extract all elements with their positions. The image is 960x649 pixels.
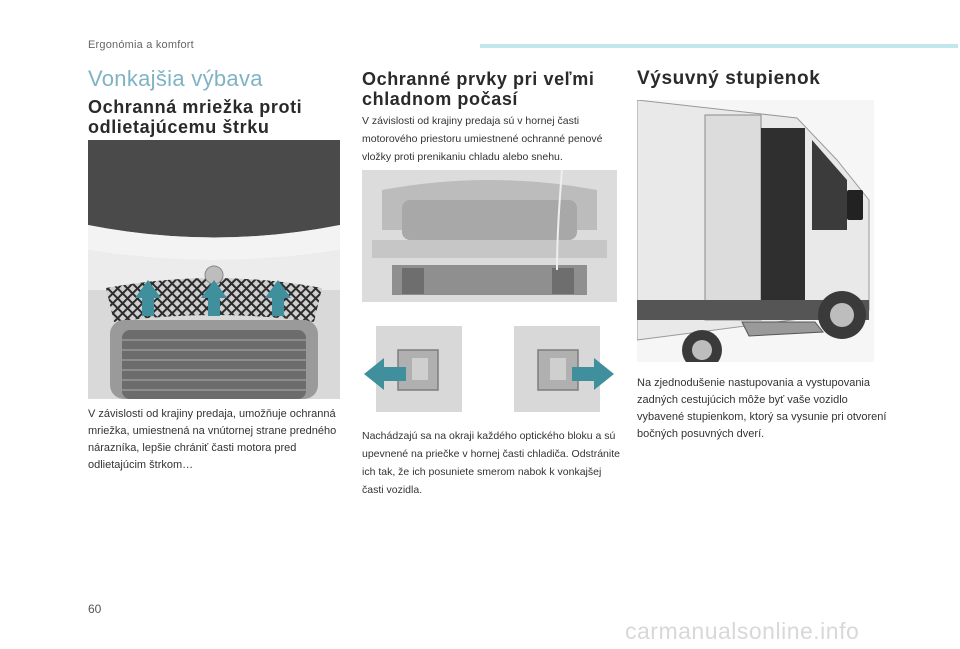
paragraph-gravel-grille: V závislosti od krajiny predaja, umožňuj… <box>88 408 337 471</box>
paragraph-cold-weather-removal: Nachádzajú sa na okraji každého optickéh… <box>362 430 620 496</box>
heading-retractable-step: Výsuvný stupienok <box>637 68 821 89</box>
section-title: Vonkajšia výbava <box>88 66 263 91</box>
watermark: carmanualsonline.info <box>625 618 860 644</box>
image-front-grille <box>88 140 340 399</box>
image-engine-bay <box>362 170 617 302</box>
heading-gravel-grille: Ochranná mriežka proti odlietajúcemu štr… <box>88 97 303 137</box>
page-number: 60 <box>88 602 102 616</box>
image-van-side-step <box>637 100 874 362</box>
header-section-label: Ergonómia a komfort <box>88 39 194 51</box>
paragraph-cold-weather-intro: V závislosti od krajiny predaja sú v hor… <box>362 115 603 163</box>
header-accent-bar <box>480 44 958 48</box>
image-foam-insert-left <box>362 322 472 415</box>
image-foam-insert-right <box>506 322 617 415</box>
paragraph-retractable-step: Na zjednodušenie nastupovania a vystupov… <box>637 377 887 440</box>
heading-cold-weather: Ochranné prvky pri veľmi chladnom počasí <box>362 69 595 109</box>
